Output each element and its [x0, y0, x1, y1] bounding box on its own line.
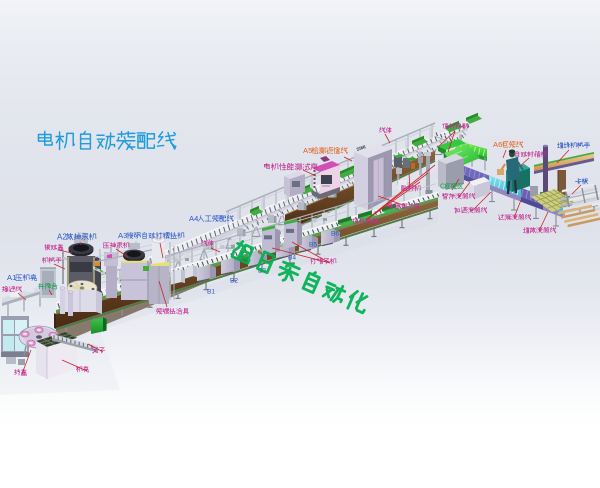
- svg-text:A2: A2: [57, 232, 67, 241]
- svg-text:B6: B6: [331, 231, 339, 238]
- svg-text:B2: B2: [230, 278, 238, 285]
- svg-text:SIMI: SIMI: [356, 144, 367, 152]
- svg-text:A4: A4: [189, 214, 198, 223]
- svg-text:C: C: [440, 184, 445, 191]
- svg-text:B1: B1: [207, 289, 215, 296]
- svg-text:A3: A3: [118, 231, 127, 240]
- svg-text:A6: A6: [493, 140, 502, 149]
- svg-text:A1: A1: [7, 273, 16, 282]
- svg-text:A5: A5: [303, 146, 312, 155]
- svg-text:B4: B4: [288, 255, 296, 262]
- svg-text:B5: B5: [309, 242, 317, 249]
